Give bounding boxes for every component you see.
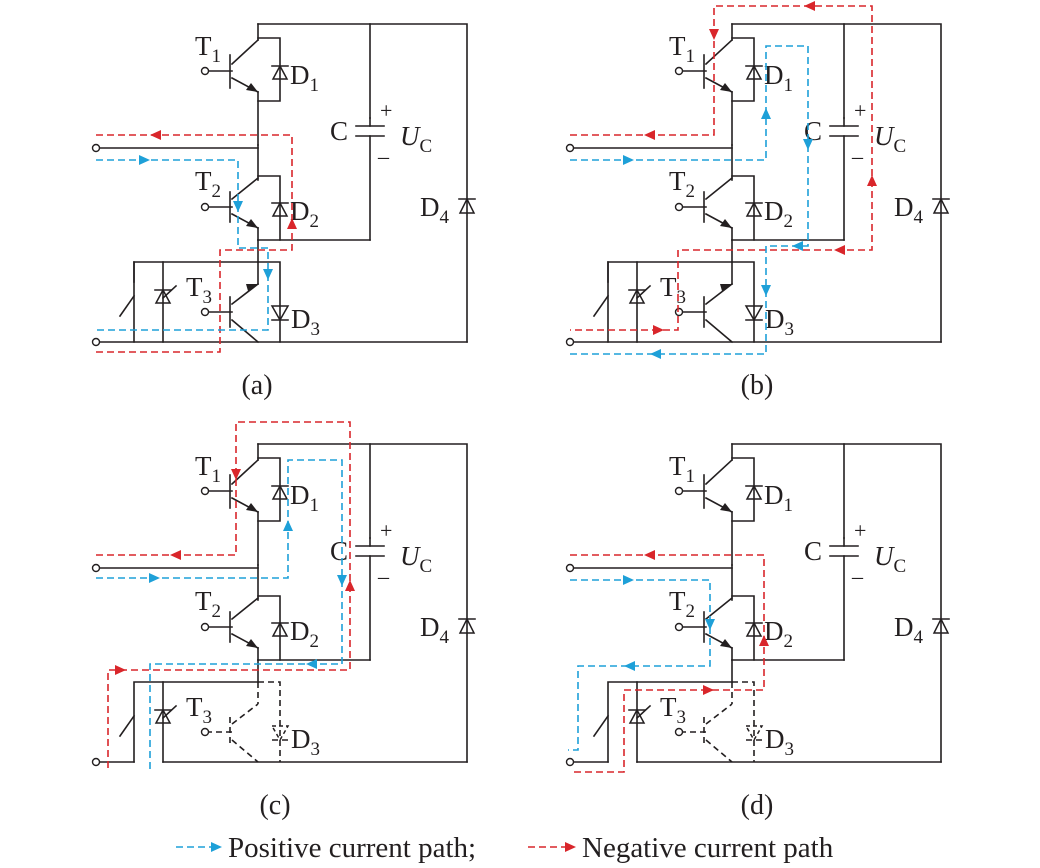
legend: Positive current path; Negative current … — [176, 832, 834, 864]
caption-a: (a) — [241, 370, 272, 401]
legend-positive-label: Positive current path; — [228, 832, 476, 864]
panel-b: (b) — [565, 1, 950, 401]
caption-b: (b) — [741, 370, 774, 401]
panel-d: (d) — [565, 443, 950, 821]
panel-c: (c) — [91, 421, 476, 821]
legend-negative-label: Negative current path — [582, 832, 834, 864]
legend-positive: Positive current path; — [176, 832, 476, 864]
caption-d: (d) — [741, 790, 774, 821]
caption-c: (c) — [259, 790, 290, 821]
panel-a: (a) — [91, 23, 476, 401]
legend-negative: Negative current path — [528, 832, 834, 864]
